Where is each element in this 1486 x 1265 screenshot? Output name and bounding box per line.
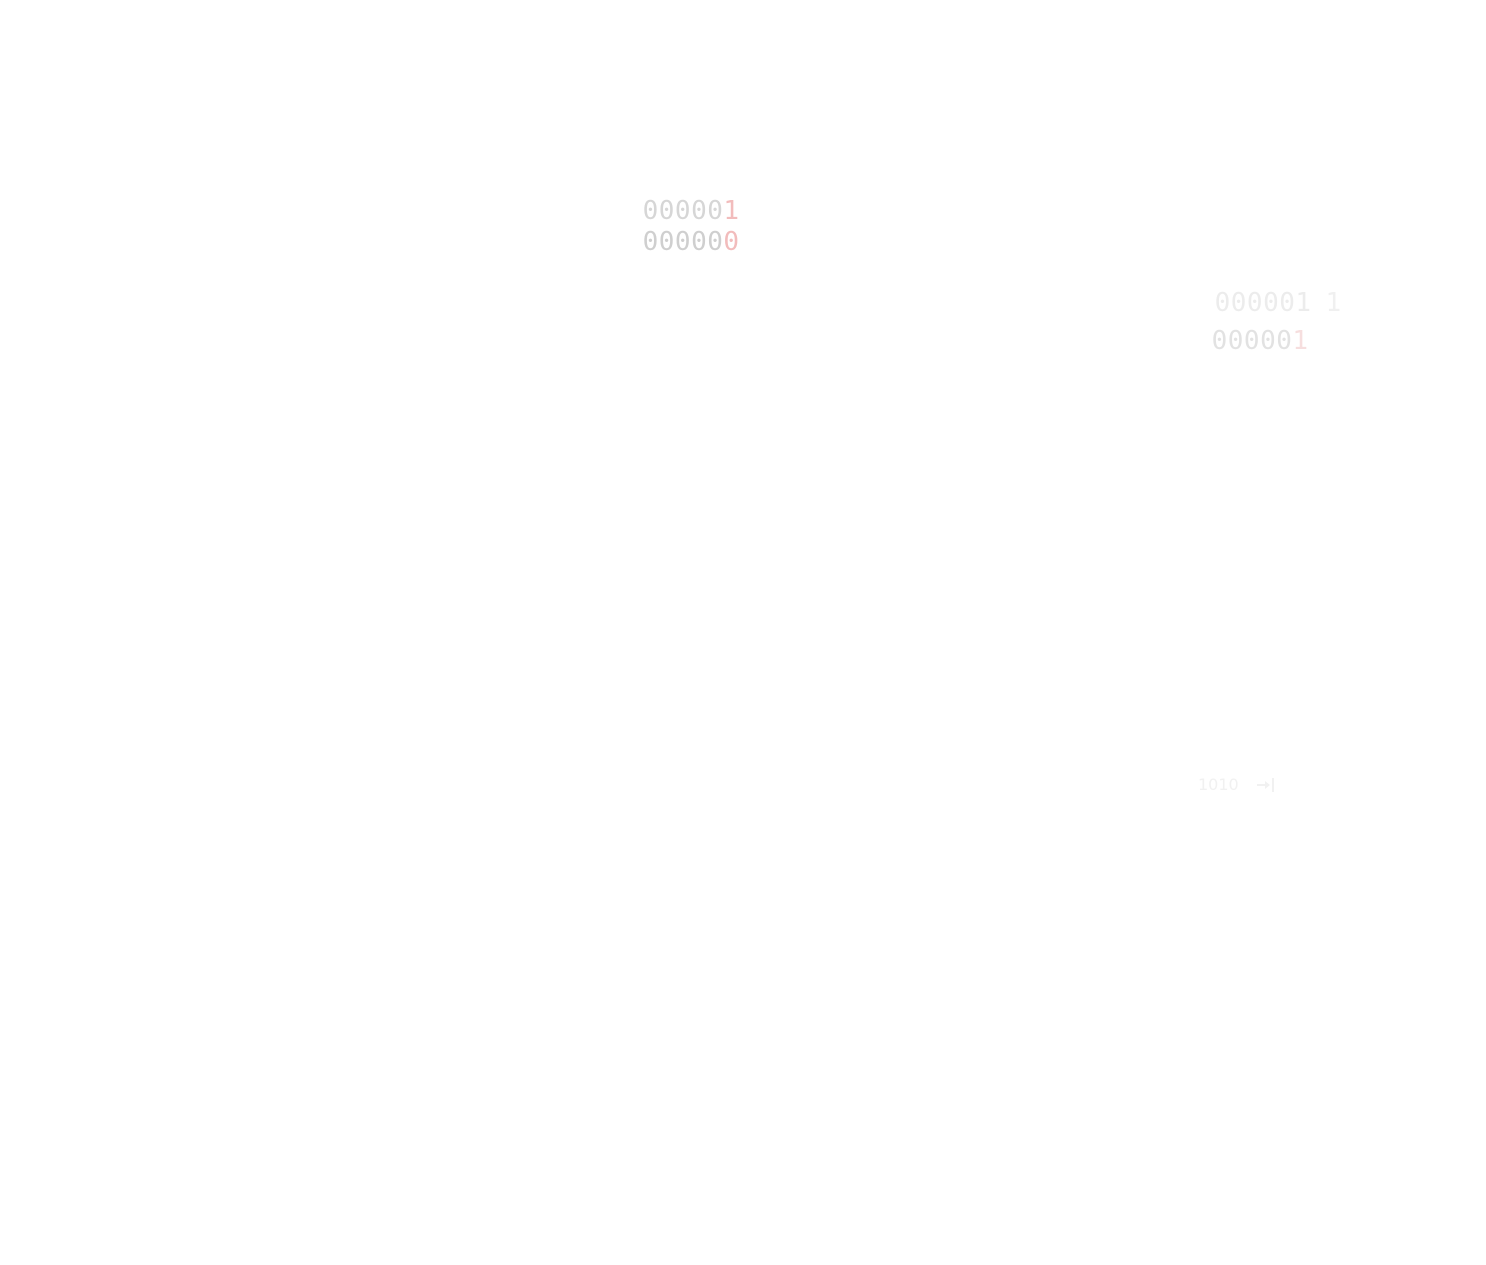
- left-digit-row-2: 000000: [578, 203, 740, 281]
- left-digit-row-1-main: 00000: [642, 196, 724, 226]
- right-digit-row-2: 000001: [1147, 302, 1309, 380]
- left-digit-row-1-accent: 1: [723, 196, 740, 226]
- right-digit-row-2-main: 00000: [1211, 326, 1293, 356]
- left-digit-row-2-main: 00000: [642, 227, 724, 257]
- left-digit-row-2-accent: 0: [723, 227, 740, 257]
- left-digit-row-1: 000001: [578, 172, 740, 250]
- right-digit-row-1: 000001 1: [1150, 264, 1342, 342]
- exit-arrow-shaft: [1256, 780, 1270, 789]
- exit-arrow-bar: [1271, 777, 1274, 792]
- right-digit-row-1-tail: 1: [1325, 288, 1342, 318]
- footer-code: 1010: [1198, 775, 1239, 794]
- right-digit-row-1-main: 000001: [1214, 288, 1312, 318]
- footer-indicator: 1010: [1198, 775, 1275, 794]
- exit-arrow-icon[interactable]: [1256, 777, 1275, 793]
- right-digit-row-2-accent: 1: [1292, 326, 1309, 356]
